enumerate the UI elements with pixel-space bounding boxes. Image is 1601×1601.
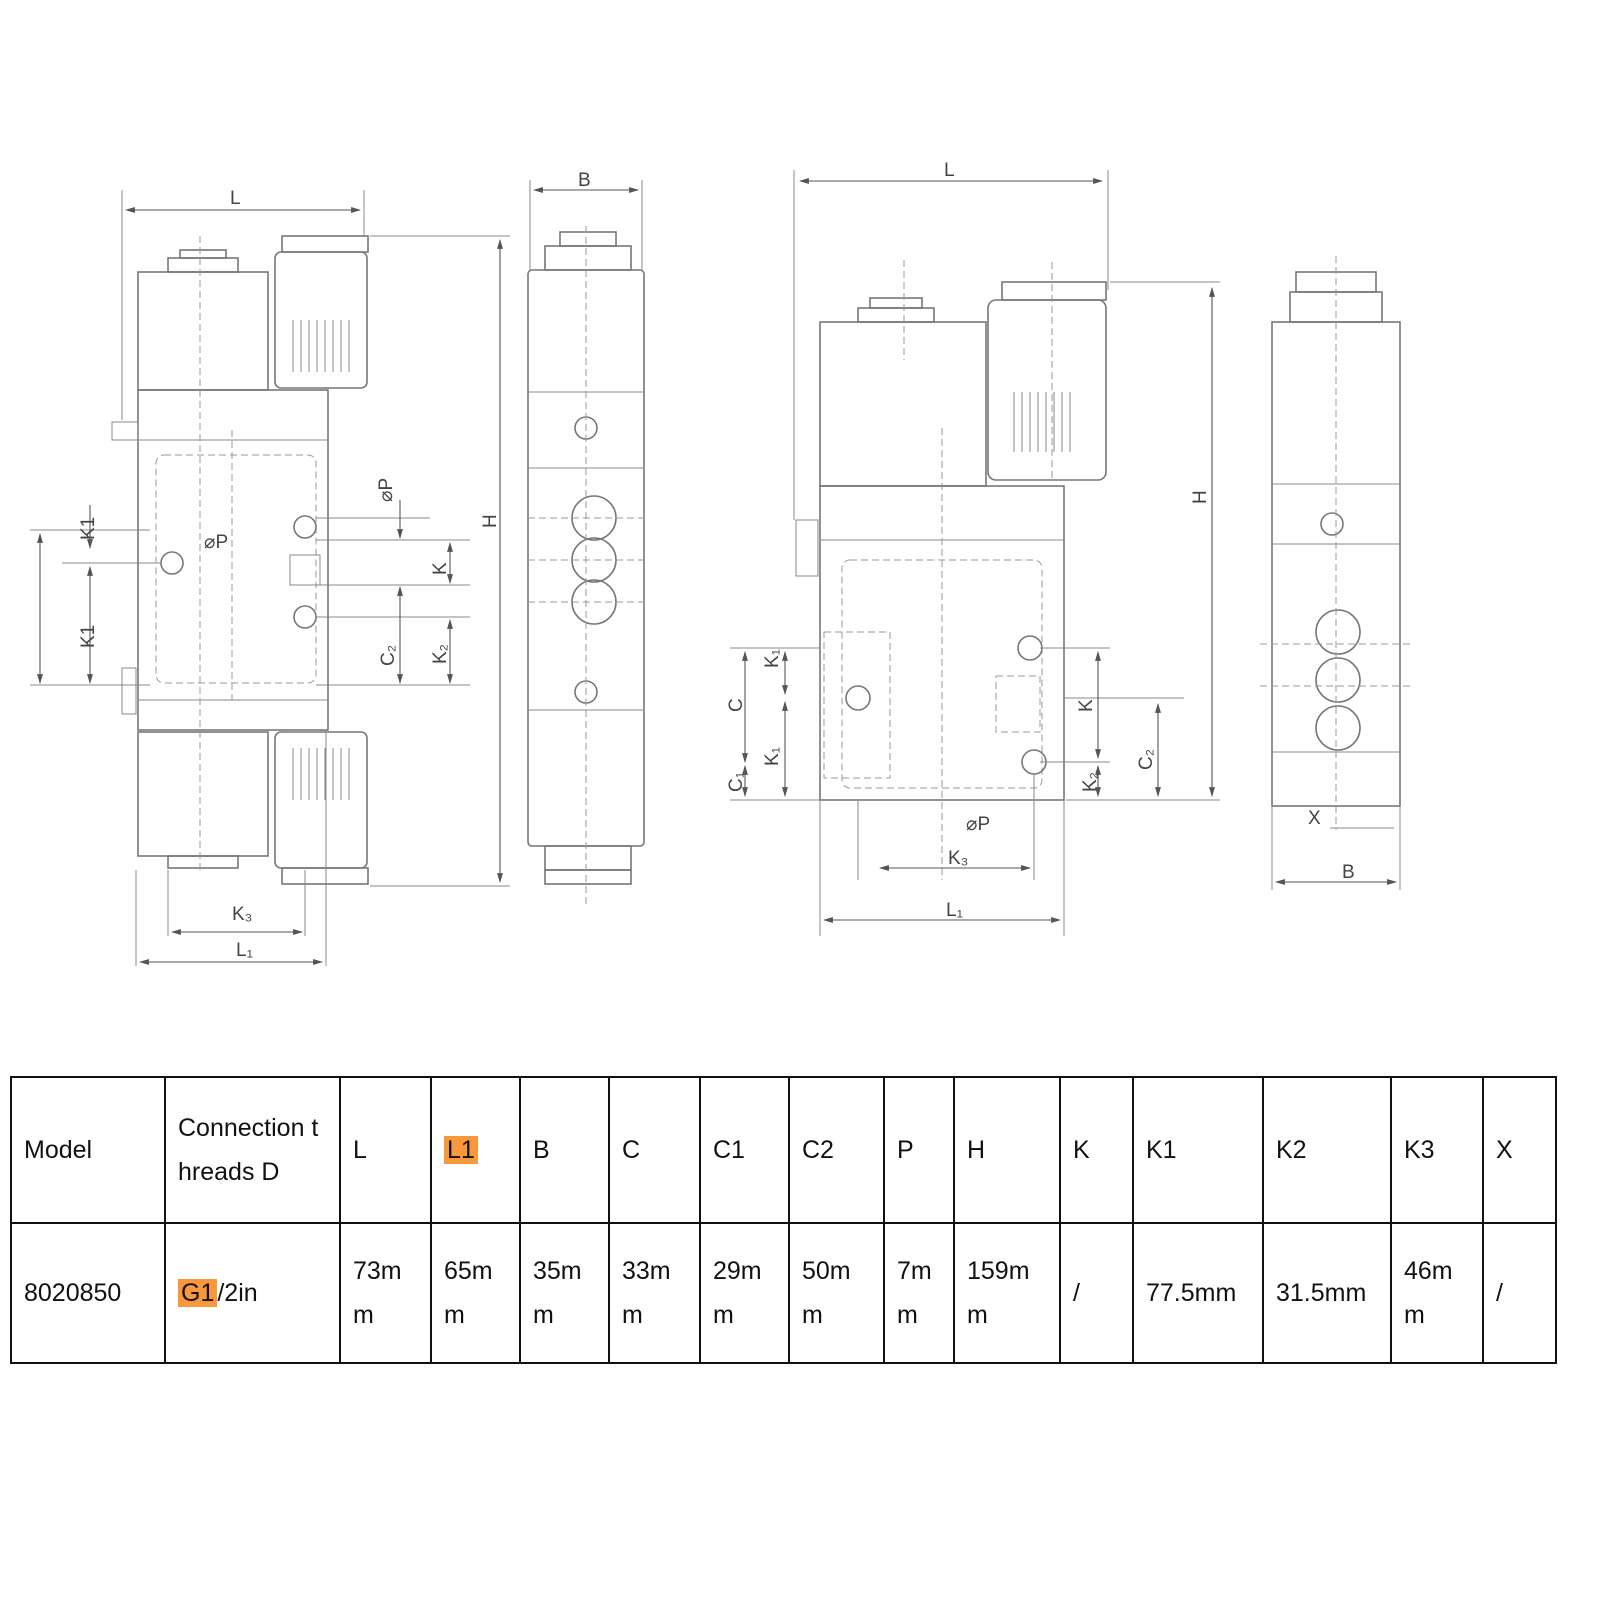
right-side-view: X B [1260,256,1410,890]
cell-H: 159mm [953,1222,1061,1364]
right-label-K1-bottom: K₁ [762,747,783,766]
left-label-K2: K₂ [430,644,451,664]
cell-X: / [1482,1222,1557,1364]
right-label-B: B [1342,862,1355,883]
header-K1: K1 [1132,1076,1264,1224]
right-label-H: H [1190,490,1211,504]
header-K: K [1059,1076,1134,1224]
left-label-B: B [578,170,591,191]
cell-thread-rest: /2in [217,1279,258,1307]
cell-K3: 46mm [1390,1222,1484,1364]
cell-C2: 50mm [788,1222,885,1364]
cell-L1: 65mm [430,1222,521,1364]
cell-P: 7mm [883,1222,955,1364]
right-label-L1: L₁ [946,900,963,921]
valve-dimension-drawing: L H K1 K1 ⌀P ⌀P C₂ K K₂ K₃ L₁ B [30,160,1410,966]
left-label-K3: K₃ [232,904,252,925]
header-X: X [1482,1076,1557,1224]
right-label-K1-top: K₁ [762,649,783,668]
left-front-view: L H K1 K1 ⌀P ⌀P C₂ K K₂ K₃ L₁ [30,188,510,966]
left-label-P: ⌀P [204,532,228,553]
right-label-X: X [1308,808,1321,829]
right-label-L: L [944,160,955,181]
cell-K1: 77.5mm [1132,1222,1264,1364]
left-label-C2: C₂ [378,645,399,666]
header-H: H [953,1076,1061,1224]
header-K3: K3 [1390,1076,1484,1224]
right-label-C: C [726,698,747,712]
header-B: B [519,1076,610,1224]
header-L1-highlight: L1 [444,1136,478,1164]
left-label-P-side: ⌀P [376,478,397,502]
header-C2: C2 [788,1076,885,1224]
dimension-table: Model Connection threads D L L1 B C C1 C… [10,1076,1557,1364]
header-L1: L1 [430,1076,521,1224]
right-label-K: K [1076,699,1097,712]
header-C1: C1 [699,1076,790,1224]
header-C: C [608,1076,701,1224]
cell-K2: 31.5mm [1262,1222,1392,1364]
cell-K: / [1059,1222,1134,1364]
cell-thread-highlight: G1 [178,1279,218,1307]
cell-model: 8020850 [10,1222,166,1364]
left-label-K: K [430,562,451,575]
header-model: Model [10,1076,166,1224]
cell-connection-threads: G1/2in [164,1222,341,1364]
header-connection-threads: Connection threads D [164,1076,341,1224]
cell-B: 35mm [519,1222,610,1364]
right-label-K3: K₃ [948,848,968,869]
right-label-C1: C₁ [726,772,747,792]
right-label-K2: K₂ [1080,772,1101,792]
left-side-view: B [527,170,645,908]
left-label-K1-bottom: K1 [78,625,99,648]
right-label-C2: C₂ [1136,749,1157,770]
header-K2: K2 [1262,1076,1392,1224]
cell-C1: 29mm [699,1222,790,1364]
left-label-L1: L₁ [236,940,253,961]
header-P: P [883,1076,955,1224]
right-front-view: L H K₁ C K₁ C₁ K K₂ C₂ ⌀P K₃ L₁ [726,160,1220,936]
cell-C: 33mm [608,1222,701,1364]
table-row: 8020850 G1/2in 73mm 65mm 35mm 33mm 29mm … [10,1222,1557,1364]
left-label-K1-top: K1 [78,517,99,540]
table-header-row: Model Connection threads D L L1 B C C1 C… [10,1076,1557,1224]
header-L: L [339,1076,432,1224]
cell-L: 73mm [339,1222,432,1364]
left-label-L: L [230,188,241,209]
left-label-H: H [480,514,501,528]
right-label-P: ⌀P [966,814,990,835]
